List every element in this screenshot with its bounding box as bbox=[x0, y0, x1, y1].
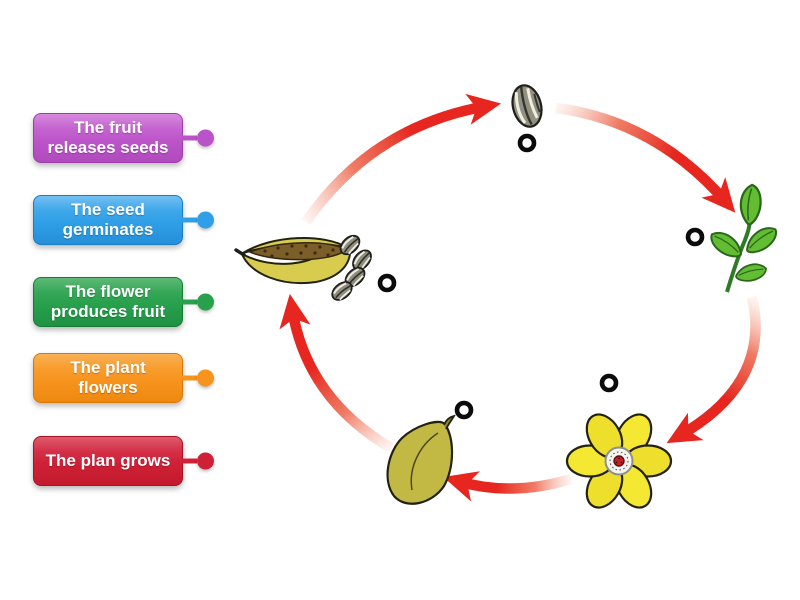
label-text: The plan grows bbox=[45, 451, 171, 471]
label-fruit-releases-seeds[interactable]: The fruit releases seeds bbox=[33, 113, 214, 163]
arrow-flower-to-fruit bbox=[443, 471, 573, 502]
answer-marker-fruit[interactable] bbox=[454, 400, 474, 420]
open-fruit-releasing-seeds-image bbox=[234, 231, 376, 305]
label-text: The seed germinates bbox=[62, 200, 154, 239]
fruit-pod-image bbox=[386, 414, 456, 505]
answer-marker-seedling[interactable] bbox=[685, 227, 705, 247]
label-text: The flower produces fruit bbox=[50, 282, 166, 321]
answer-marker-seed-release[interactable] bbox=[377, 273, 397, 293]
arrow-seeds-to-seed bbox=[301, 93, 502, 225]
arrow-fruit-to-seeds bbox=[279, 293, 394, 453]
answer-marker-flower[interactable] bbox=[599, 373, 619, 393]
answer-marker-seed[interactable] bbox=[517, 133, 537, 153]
sunflower-seed-image bbox=[511, 84, 543, 128]
label-text: The plant flowers bbox=[70, 358, 146, 397]
flower-image bbox=[565, 413, 673, 509]
answer-markers bbox=[377, 133, 705, 420]
arrow-seed-to-seedling bbox=[555, 102, 736, 213]
cycle-arrows bbox=[279, 93, 761, 502]
seedling-image bbox=[706, 181, 781, 293]
arrow-seedling-to-flower bbox=[666, 295, 761, 444]
label-text: The fruit releases seeds bbox=[47, 118, 169, 157]
